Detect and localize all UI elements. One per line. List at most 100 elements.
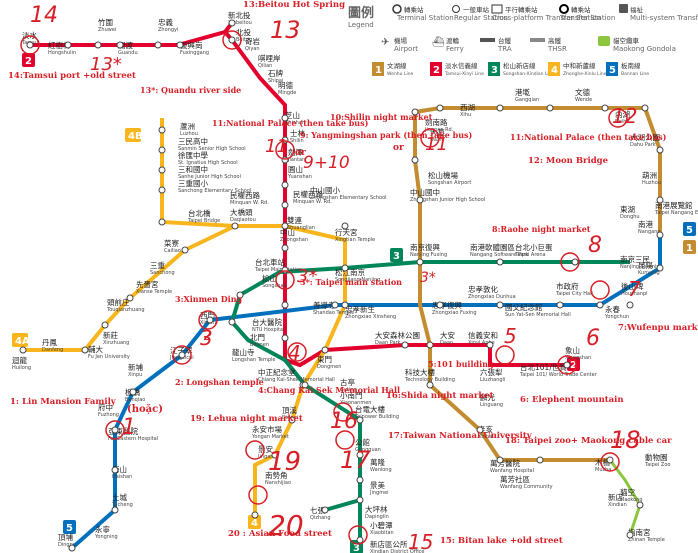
station-name: 台大醫院	[252, 317, 282, 327]
line-swatch	[430, 62, 442, 76]
station-name-en: Xinbeitou	[228, 20, 252, 26]
transfer-station-icon	[559, 4, 569, 14]
station-name: 新北投	[228, 10, 251, 20]
station-dot	[116, 41, 124, 49]
station-dot	[496, 456, 504, 464]
station-dot	[301, 381, 309, 389]
circle-mark	[245, 440, 265, 460]
station-name: 景安	[258, 444, 273, 454]
station-name-en: Daan	[440, 340, 453, 346]
hand-mark: 18	[610, 426, 641, 454]
station-dot	[228, 19, 236, 27]
annotation: 1: Lin Mansion Family	[10, 397, 117, 407]
station-dot	[101, 321, 109, 329]
station-name: 關渡	[118, 40, 133, 50]
circle-mark	[608, 108, 628, 128]
station-name: 土城	[112, 492, 127, 502]
ferry-icon: ⛴	[432, 36, 445, 48]
annotation: 5:101 building	[428, 359, 494, 369]
station-dot	[656, 231, 664, 239]
station-dot	[656, 264, 664, 272]
line-name: 文湖線	[387, 61, 407, 70]
station-name-en: Xinyi Anhe	[468, 340, 495, 346]
station-name: 六張犁	[480, 367, 503, 377]
station-name-en: Touqianzhuang	[106, 307, 145, 313]
station-name: 象山	[565, 345, 580, 355]
line-number: 3	[491, 65, 498, 76]
station-name-en: Songshan	[262, 283, 287, 289]
station-name: 大坪林	[365, 504, 388, 514]
station-name-en: Taipei Zoo	[644, 462, 670, 468]
station-name-en: Nanjing Fuxing	[410, 252, 447, 258]
annotation: 8:Raohe night market	[492, 224, 591, 234]
station-name: 復興崗	[180, 40, 203, 50]
circle-mark	[198, 310, 218, 330]
station-name: 新埔	[128, 362, 143, 372]
station-name: 東湖	[620, 204, 635, 214]
hand-mark: 2	[203, 328, 212, 344]
station-dot	[236, 291, 244, 299]
station-name: 大湖公園	[630, 132, 660, 142]
station-dot	[178, 351, 186, 359]
station-name-en: Daan Park	[375, 340, 401, 346]
circle-mark	[335, 430, 355, 450]
station-dot	[636, 501, 644, 509]
station-name: 南京三民	[620, 254, 650, 264]
station-name-en: Guandu	[118, 50, 138, 56]
stations: 淡水Tamsui紅樹林Hongshulin竹圍Zhuwei關渡Guandu忠義Z…	[12, 10, 698, 553]
badge-label: 4A	[15, 336, 30, 347]
line-badge: 5	[63, 520, 76, 534]
line-badge: 4B	[125, 128, 143, 142]
station-dot	[341, 301, 349, 309]
station-dot	[181, 246, 189, 254]
station-name: 內湖	[615, 110, 630, 119]
line-badge: 3	[390, 248, 403, 262]
station-name: 府中	[98, 402, 113, 412]
station-name: 大直	[430, 127, 445, 137]
station-dot	[341, 264, 349, 272]
legend-item-label-en: Transfer Station	[559, 14, 615, 22]
station-dot	[288, 416, 296, 424]
legend-title: 圖例	[348, 5, 374, 21]
station-name: 明德	[278, 80, 293, 90]
station-name: 先嗇宮	[136, 279, 159, 289]
circle-mark	[420, 128, 440, 148]
station-name-en: Songjiang Nanjing	[335, 277, 380, 283]
xiaobitan-branch	[324, 498, 361, 512]
station-name: 南勢角	[265, 470, 288, 480]
line-name: 淡水信義線	[445, 61, 478, 70]
maokong-gondola	[608, 459, 642, 536]
station-name-en: Zhongshan	[280, 237, 308, 243]
station-dot	[158, 166, 166, 174]
station-dot	[356, 451, 364, 459]
station-dot	[321, 346, 329, 354]
station-name: 永春	[605, 304, 620, 314]
station-name-en: Maokong	[620, 497, 643, 503]
station-name: 劍潭	[288, 147, 303, 157]
station-dot	[416, 258, 424, 266]
station-name: 忠孝敦化	[468, 284, 498, 294]
station-name: 蘆洲	[180, 121, 195, 131]
line-swatch	[606, 62, 618, 76]
